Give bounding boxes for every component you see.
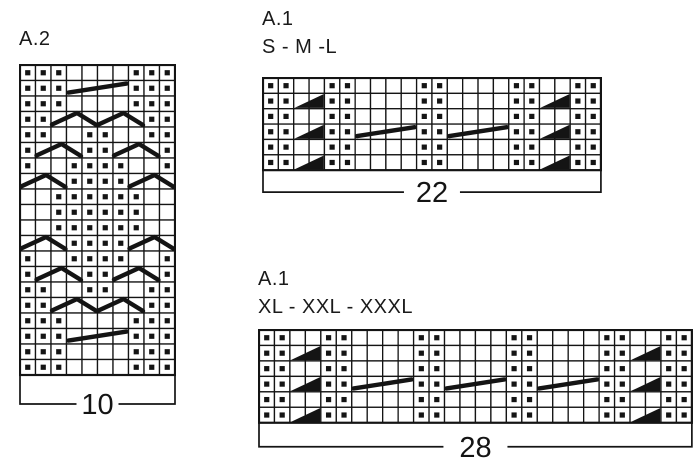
chart-a1-xl: A.1 XL - XXL - XXXL 28 <box>258 268 693 474</box>
chart-a1-sml-stitch-count: 22 <box>415 177 449 209</box>
chart-a1-xl-title: A.1 <box>258 268 290 290</box>
chart-a1-sml-sizes: S - M -L <box>262 36 338 58</box>
chart-a1-sml-grid <box>262 77 602 195</box>
chart-a2: A.2 10 <box>19 28 176 424</box>
chart-a1-xl-stitch-count: 28 <box>459 432 492 464</box>
chart-a2-title: A.2 <box>19 28 51 50</box>
chart-a1-sml-title: A.1 <box>262 8 294 30</box>
chart-a2-stitch-count: 10 <box>81 389 114 421</box>
chart-a1-xl-grid <box>258 329 693 449</box>
chart-a2-grid <box>19 64 176 406</box>
chart-a1-xl-sizes: XL - XXL - XXXL <box>258 296 413 318</box>
chart-a1-sml: A.1 S - M -L 22 <box>262 8 602 217</box>
